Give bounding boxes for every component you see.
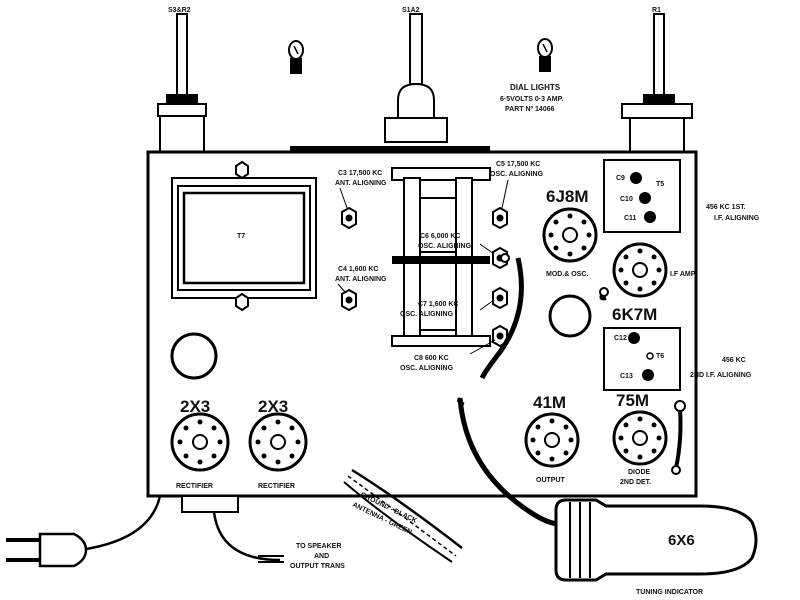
socket-41m [524,412,580,468]
tuning-indicator-tube [554,498,758,582]
socket-6j8m [542,207,598,263]
trimmer-c4 [341,288,357,312]
trimmer-c7 [492,286,508,310]
rectifier-2-label: 2X3 [258,397,288,416]
dial-lamp-left-icon [288,40,304,74]
center-shaft-label: S1A2 [402,7,420,14]
tube-41m-caption: OUTPUT [536,477,566,484]
socket-75m [612,410,668,466]
trimmer-c3 [341,206,357,230]
rectifier-1-label: 2X3 [180,397,210,416]
right-control-shaft [621,13,693,155]
tuning-indicator-caption: TUNING INDICATOR [636,589,703,596]
gang-lead-wire [479,257,524,380]
t6-note-line2: 2ND I.F. ALIGNING [690,372,752,379]
t5-note-line2: I.F. ALIGNING [714,215,760,222]
transformer-t7 [171,160,317,312]
c4-label-line1: C4 1,600 KC [338,266,378,273]
tube-75m-label: 75M [616,391,649,410]
dial-lights-title: DIAL LIGHTS [510,83,561,92]
if-transformer-t5 [603,159,681,233]
c3-label-line1: C3 17,500 KC [338,170,382,177]
transformer-label: T7 [237,233,245,240]
speaker-label-line1: TO SPEAKER [296,543,341,550]
t6-c13-label: C13 [620,373,633,380]
t5-label: T5 [656,181,664,188]
if-transformer-t6 [603,327,681,391]
socket-6k7m [612,242,668,298]
dial-lamp-right-icon [537,38,553,72]
tube-6k7m-caption: I.F AMP. [670,271,697,278]
tube-6k7m-label: 6K7M [612,305,657,324]
speaker-cable [212,511,281,562]
c5-label-line1: C5 17,500 KC [496,161,540,168]
tube-75m-caption2: 2ND DET. [620,479,651,486]
t6-note-line1: 456 KC [722,357,746,364]
rectifier-1-caption: RECTIFIER [176,483,213,490]
left-shaft-label: S3&R2 [168,7,191,14]
c8-label-line1: C8 600 KC [414,355,449,362]
right-shaft-label: R1 [652,7,661,14]
c6-label-line1: C6 6,000 KC [420,233,460,240]
trimmer-c8 [492,324,508,348]
tuning-tube-label: 6X6 [668,532,695,549]
c7-label-line1: C7 1,600 KC [418,301,458,308]
c8-label-line2: OSC. ALIGNING [400,365,454,372]
chassis-hole-left [170,332,218,380]
tuning-gang-capacitor [391,167,491,347]
socket-rectifier-1 [170,412,230,472]
trimmer-c5 [492,206,508,230]
t6-label: T6 [656,353,664,360]
leader-lines [337,179,509,355]
tube-41m-label: 41M [533,393,566,412]
chassis-hole-right [548,294,592,338]
dial-lights-part: PART Nº 14066 [505,106,555,113]
t5-c9-label: C9 [616,175,625,182]
dial-lights-rating: 6·5VOLTS 0·3 AMP. [500,96,563,103]
tube-6j8m-caption: MOD.& OSC. [546,271,588,278]
tuning-indicator-cable [457,397,561,527]
t5-note-line1: 456 KC 1ST. [706,204,746,211]
cable-bracket [181,495,239,513]
c7-label-line2: OSC. ALIGNING [400,311,454,318]
speaker-label-line3: OUTPUT TRANS [290,563,345,570]
power-cord [79,495,162,552]
center-control-shaft [290,13,490,152]
power-plug-icon [6,532,88,568]
c5-label-line2: OSC. ALIGNING [490,171,544,178]
socket-rectifier-2 [248,412,308,472]
rectifier-2-caption: RECTIFIER [258,483,295,490]
c3-label-line2: ANT. ALIGNING [335,180,387,187]
c4-label-line2: ANT. ALIGNING [335,276,387,283]
ground-antenna-leads [343,468,463,563]
c6-label-line2: OSC. ALIGNING [418,243,472,250]
t5-c11-label: C11 [624,215,637,222]
t6-c12-label: C12 [614,335,627,342]
left-control-shaft [157,13,207,153]
tube-75m-caption1: DIODE [628,469,651,476]
t5-c10-label: C10 [620,196,633,203]
tube-6j8m-label: 6J8M [546,187,589,206]
speaker-label-line2: AND [314,553,329,560]
